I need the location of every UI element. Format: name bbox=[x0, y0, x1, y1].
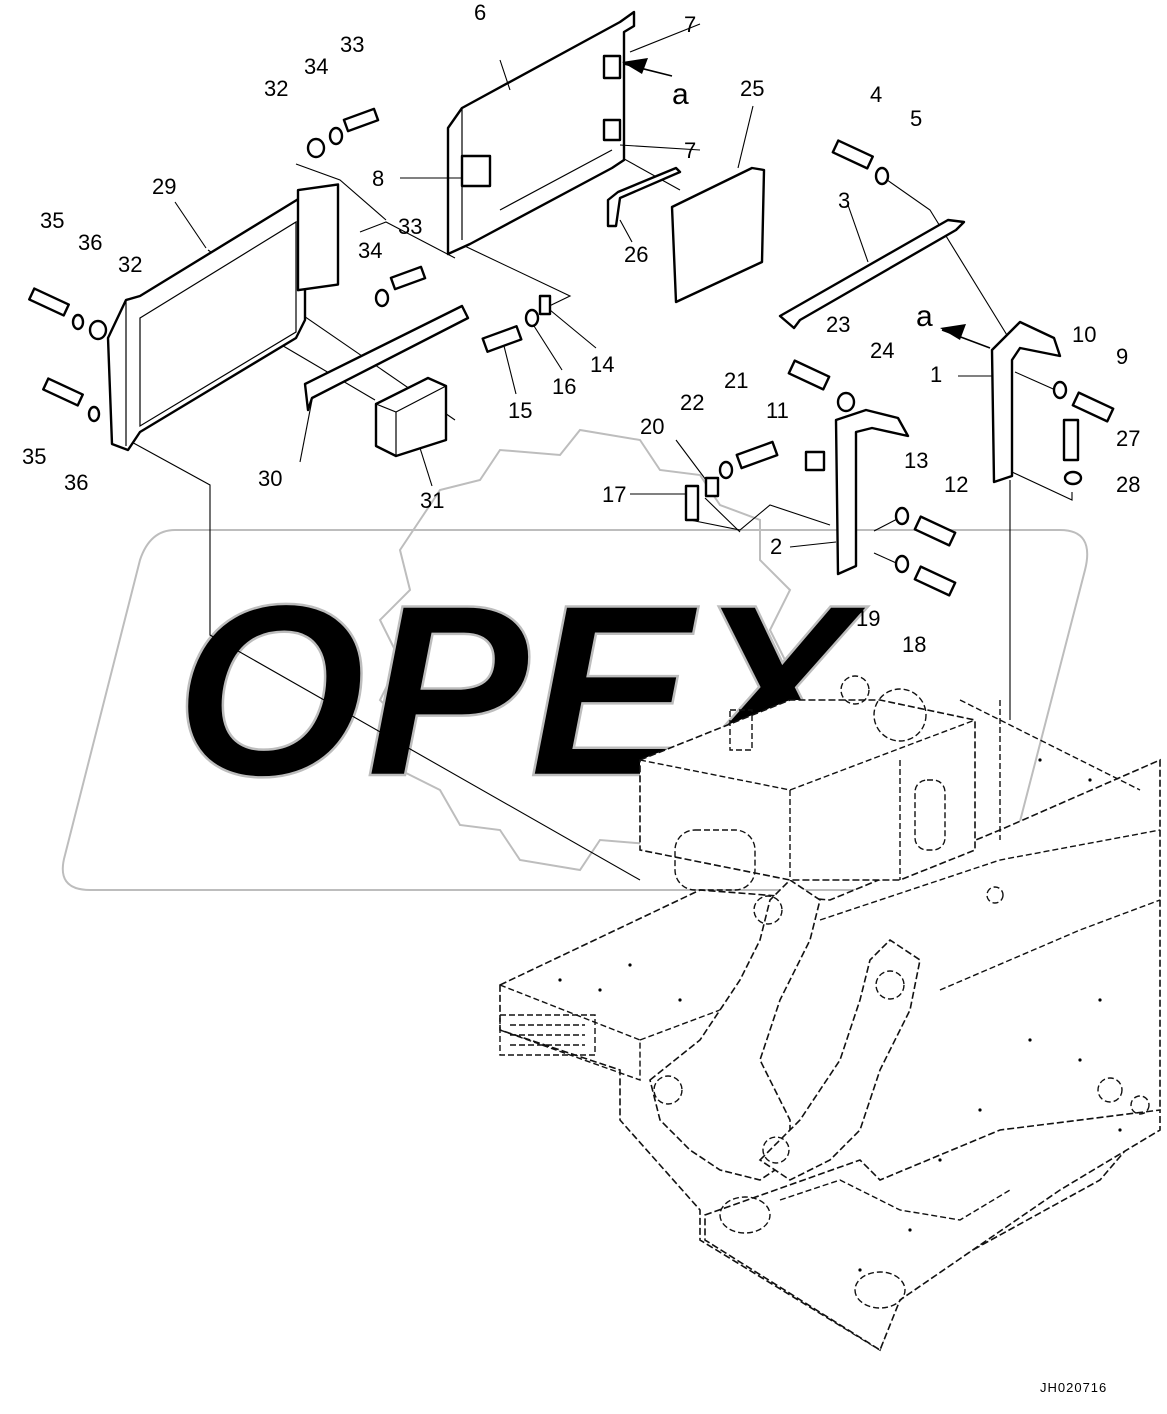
callout-9: 9 bbox=[1116, 344, 1128, 369]
part-1-bracket bbox=[990, 320, 1062, 484]
arrow-label-a-upper: a bbox=[672, 78, 689, 111]
part-31-block bbox=[374, 376, 448, 458]
callout-17: 17 bbox=[602, 482, 626, 507]
callout-13: 13 bbox=[904, 448, 928, 473]
callout-33-mid: 33 bbox=[398, 214, 422, 239]
callout-27: 27 bbox=[1116, 426, 1140, 451]
callout-10: 10 bbox=[1072, 322, 1096, 347]
watermark: OPEX bbox=[61, 428, 1089, 891]
callout-19: 19 bbox=[856, 606, 880, 631]
part-26-rod bbox=[606, 166, 682, 228]
callout-23: 23 bbox=[826, 312, 850, 337]
callout-31: 31 bbox=[420, 488, 444, 513]
callout-32-left: 32 bbox=[118, 252, 142, 277]
callout-36-top: 36 bbox=[78, 230, 102, 255]
callout-7-bottom: 7 bbox=[684, 138, 696, 163]
part-25-panel bbox=[670, 166, 766, 304]
part-30-strip bbox=[303, 304, 470, 412]
drawing-code: JH020716 bbox=[1040, 1380, 1107, 1395]
callout-33-top: 33 bbox=[340, 32, 364, 57]
callout-6: 6 bbox=[474, 0, 486, 25]
callout-11: 11 bbox=[766, 398, 789, 423]
part-6-cover bbox=[446, 10, 636, 256]
part-2-bracket bbox=[834, 408, 910, 576]
callout-2: 2 bbox=[770, 534, 782, 559]
arrow-a-right-icon bbox=[940, 324, 966, 340]
callout-20: 20 bbox=[640, 414, 664, 439]
view-arrows: a a bbox=[622, 58, 991, 349]
callout-labels: 6 7 7 8 25 26 33 34 32 29 35 36 32 33 34… bbox=[22, 0, 1140, 657]
callout-34-top: 34 bbox=[304, 54, 328, 79]
callout-18: 18 bbox=[902, 632, 926, 657]
callout-34-mid: 34 bbox=[358, 238, 382, 263]
arrow-a-upper-icon bbox=[622, 58, 648, 74]
callout-14: 14 bbox=[590, 352, 614, 377]
upper-frame bbox=[499, 675, 1161, 1352]
callout-7-top: 7 bbox=[684, 12, 696, 37]
callout-3: 3 bbox=[838, 188, 850, 213]
arrow-label-a-right: a bbox=[916, 300, 933, 333]
callout-4: 4 bbox=[870, 82, 882, 107]
callout-21: 21 bbox=[724, 368, 748, 393]
callout-5: 5 bbox=[910, 106, 922, 131]
callout-28: 28 bbox=[1116, 472, 1140, 497]
part-3-bar bbox=[778, 218, 966, 330]
callout-25: 25 bbox=[740, 76, 764, 101]
callout-22: 22 bbox=[680, 390, 704, 415]
callout-15: 15 bbox=[508, 398, 532, 423]
callout-8: 8 bbox=[372, 166, 384, 191]
callout-32-top: 32 bbox=[264, 76, 288, 101]
fasteners bbox=[28, 107, 1115, 597]
callout-12: 12 bbox=[944, 472, 968, 497]
callout-16: 16 bbox=[552, 374, 576, 399]
callout-29: 29 bbox=[152, 174, 176, 199]
callout-leaders bbox=[174, 23, 992, 548]
watermark-text: OPEX bbox=[175, 553, 868, 827]
callout-35-top: 35 bbox=[40, 208, 64, 233]
callout-35-bottom: 35 bbox=[22, 444, 46, 469]
callout-36-bottom: 36 bbox=[64, 470, 88, 495]
callout-26: 26 bbox=[624, 242, 648, 267]
callout-30: 30 bbox=[258, 466, 282, 491]
leader-lines bbox=[127, 139, 1073, 881]
part-29-frame bbox=[106, 183, 340, 452]
callout-24: 24 bbox=[870, 338, 894, 363]
callout-1: 1 bbox=[930, 362, 942, 387]
